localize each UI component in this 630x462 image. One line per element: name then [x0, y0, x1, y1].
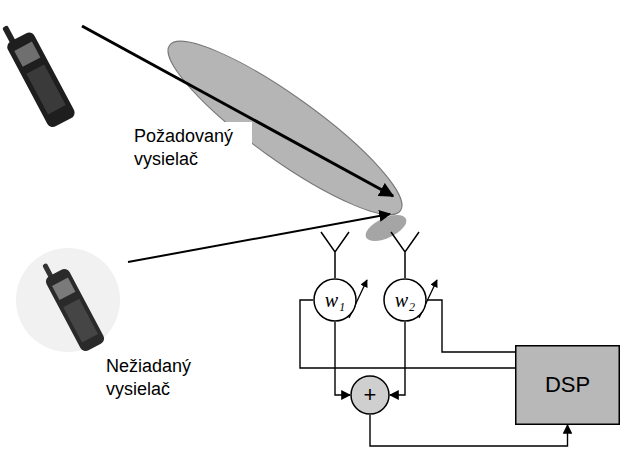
node-text: DSP: [545, 372, 590, 398]
undesired-signal-arrow: [128, 214, 390, 262]
signal-wire: [335, 322, 350, 395]
undesired-phone: [38, 255, 106, 353]
weight-circle: w₂: [383, 278, 427, 322]
signal-wire: [427, 300, 515, 352]
node-text: w₂: [395, 289, 415, 312]
summer-circle: +: [350, 375, 390, 415]
transmitter-label: Nežiadaný vysielač: [100, 352, 224, 404]
label-text: Požadovaný vysielač: [134, 125, 246, 171]
node-text: +: [364, 382, 377, 408]
label-text: Nežiadaný vysielač: [106, 355, 218, 401]
desired-signal-arrow: [82, 26, 393, 196]
weight-circle: w₁: [313, 278, 357, 322]
transmitter-label: Požadovaný vysielač: [128, 122, 252, 174]
node-text: w₁: [325, 289, 345, 312]
desired-phone: [0, 16, 77, 129]
dsp-box: DSP: [515, 345, 620, 425]
signal-wire: [390, 322, 405, 395]
antenna-element: [321, 232, 419, 278]
